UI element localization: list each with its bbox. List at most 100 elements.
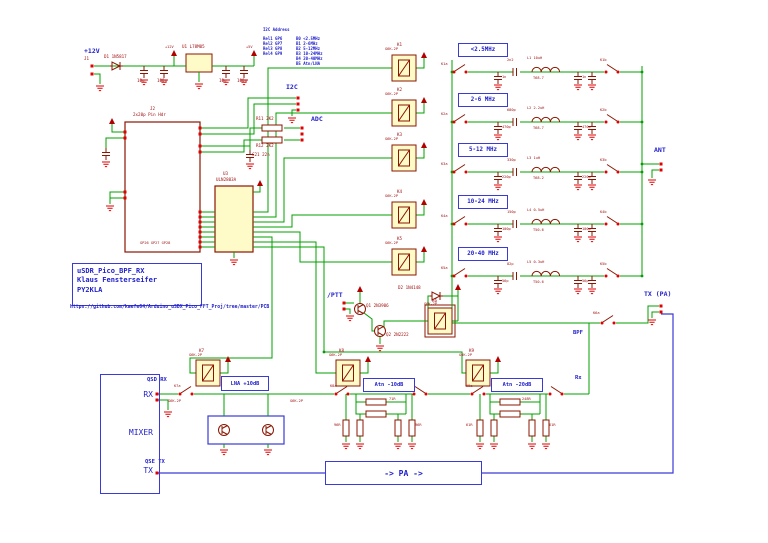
band0-core: T68-7 bbox=[533, 76, 544, 80]
q2-ref: Q2 2N2222 bbox=[386, 332, 409, 337]
band1-cs: 680p bbox=[507, 108, 516, 112]
lna-box bbox=[207, 415, 285, 445]
k8a-ref: K8a bbox=[330, 384, 337, 388]
mixer-tx-pin-label: TX bbox=[143, 466, 153, 475]
band1-ind: L2 2.2uH bbox=[527, 106, 545, 110]
band4-core: T50-6 bbox=[533, 280, 544, 284]
band2-core: T68-2 bbox=[533, 176, 544, 180]
mixer-title: MIXER bbox=[128, 428, 153, 437]
notes-left-3: Rel4 GP9 bbox=[263, 51, 283, 56]
c11-value: 100n bbox=[157, 78, 168, 83]
k8-ref: K8 bbox=[339, 348, 345, 353]
pico-header-box bbox=[124, 121, 201, 253]
notes-right-3: B3 10-24MHz bbox=[296, 51, 323, 56]
band0-c2: 1n bbox=[582, 75, 587, 79]
k7-ref: K7 bbox=[199, 348, 205, 353]
title-line-2: Klaus Fensterseifer bbox=[77, 276, 158, 285]
net-label-bpf: BPF bbox=[573, 330, 583, 336]
net-label-tx-pa: TX (PA) bbox=[644, 290, 672, 298]
net-label-qsd-rx: QSD RX bbox=[147, 377, 167, 383]
c13-value: 100n bbox=[237, 78, 248, 83]
title-line-3: PY2KLA bbox=[77, 285, 103, 294]
k6a-ref: K6a bbox=[593, 311, 600, 315]
k7-value: G6K-2P bbox=[189, 353, 202, 357]
net-label-rx: Rx bbox=[575, 375, 582, 381]
j1-ref: J1 bbox=[84, 56, 90, 61]
band3-c2: 100p bbox=[582, 227, 591, 231]
title-line-1: uSDR_Pico_BPF_RX bbox=[77, 267, 145, 275]
band2-ind: L3 1uH bbox=[527, 156, 540, 160]
pico-bottom-pins: GP26 GP27 GP28 bbox=[140, 241, 171, 245]
net-label-12v: +12V bbox=[84, 47, 100, 55]
band2-cs: 330p bbox=[507, 158, 516, 162]
repo-url: https://github.com/kaefe64/Arduino_uSDX_… bbox=[70, 305, 270, 310]
k6-value: G6K-2P bbox=[424, 302, 437, 306]
band3-cs: 150p bbox=[507, 210, 516, 214]
band2-c2: 220p bbox=[582, 175, 591, 179]
band-label-3: 10-24 MHz bbox=[458, 195, 508, 209]
uln-ref: U3 bbox=[223, 171, 229, 176]
k6-ref: K6 bbox=[432, 298, 438, 303]
k5-ref: K5 bbox=[397, 236, 403, 241]
band-label-4: 20-40 MHz bbox=[458, 247, 508, 261]
u1-ref: U1 L78M05 bbox=[182, 44, 205, 49]
k9-value: G6K-2P bbox=[459, 353, 472, 357]
k2-ref: K2 bbox=[397, 87, 403, 92]
v5-arrow-label: +5V bbox=[246, 45, 253, 49]
band1-c2: 470p bbox=[582, 125, 591, 129]
notes-right-4: B4 20-40MHz bbox=[296, 56, 323, 61]
band2-c1: 220p bbox=[502, 175, 511, 179]
k2-value: G6K-2P bbox=[385, 92, 398, 96]
notes-right-2: B2 5-12MHz bbox=[296, 46, 321, 51]
k7a-value: G6K-2P bbox=[168, 399, 181, 403]
atn10-rsh2: 96R bbox=[415, 423, 422, 427]
regulator-box bbox=[185, 53, 213, 73]
notes-right-1: B1 2-6MHz bbox=[296, 41, 318, 46]
band4-c1: 56p bbox=[502, 279, 509, 283]
r11-ref: R11 2K2 bbox=[256, 116, 274, 121]
notes-header: I2C Address bbox=[263, 27, 290, 32]
d1-ref: D1 1N5817 bbox=[104, 54, 127, 59]
mixer-rx-pin-label: RX bbox=[143, 390, 153, 399]
net-label-ant: ANT bbox=[654, 146, 666, 154]
notes-right-0: B0 <2.5MHz bbox=[296, 36, 321, 41]
atn20-rsh1: 61R bbox=[466, 423, 473, 427]
lna-label: LNA +10dB bbox=[221, 376, 269, 391]
band0-c1: 1n bbox=[502, 75, 507, 79]
c21-ref: C21 22n bbox=[252, 152, 270, 157]
k2a-ref: K2a bbox=[441, 112, 448, 116]
atn10-rsh1: 96R bbox=[334, 423, 341, 427]
k4-ref: K4 bbox=[397, 189, 403, 194]
k3a-ref: K3a bbox=[441, 162, 448, 166]
k3b-ref: K3b bbox=[600, 158, 607, 162]
v12-arrow-label: +12V bbox=[165, 45, 174, 49]
band3-ind: L4 0.5uH bbox=[527, 208, 545, 212]
notes-left-1: Rel2 GP7 bbox=[263, 41, 283, 46]
atn10-label: Atn -10dB bbox=[363, 378, 415, 392]
atn10-rs: 71R bbox=[389, 397, 396, 401]
wires-blue-tx-path bbox=[158, 313, 674, 474]
band1-c1: 470p bbox=[502, 125, 511, 129]
k5a-ref: K5a bbox=[441, 266, 448, 270]
r12-ref: R12 2K2 bbox=[256, 143, 274, 148]
k2b-ref: K2b bbox=[600, 108, 607, 112]
band3-c1: 100p bbox=[502, 227, 511, 231]
title-block: uSDR_Pico_BPF_RX Klaus Fensterseifer PY2… bbox=[72, 263, 202, 306]
band0-ind: L1 10uH bbox=[527, 56, 543, 60]
uln-value: ULN2803A bbox=[216, 177, 237, 182]
net-label-ptt: /PTT bbox=[327, 291, 343, 299]
d2-ref: D2 1N4148 bbox=[398, 285, 421, 290]
k1-ref: K1 bbox=[397, 42, 403, 47]
c10-value: 10u bbox=[137, 78, 145, 83]
pa-box: -> PA -> bbox=[325, 461, 482, 485]
band1-core: T68-7 bbox=[533, 126, 544, 130]
atn20-rs: 248R bbox=[522, 397, 531, 401]
k4b-ref: K4b bbox=[600, 210, 607, 214]
q1-ref: Q1 2N3906 bbox=[366, 303, 389, 308]
net-label-i2c: I2C bbox=[286, 83, 298, 91]
k9-ref: K9 bbox=[469, 348, 475, 353]
notes-right-5: B5 Atn/LNA bbox=[296, 61, 321, 66]
k4a-ref: K4a bbox=[441, 214, 448, 218]
